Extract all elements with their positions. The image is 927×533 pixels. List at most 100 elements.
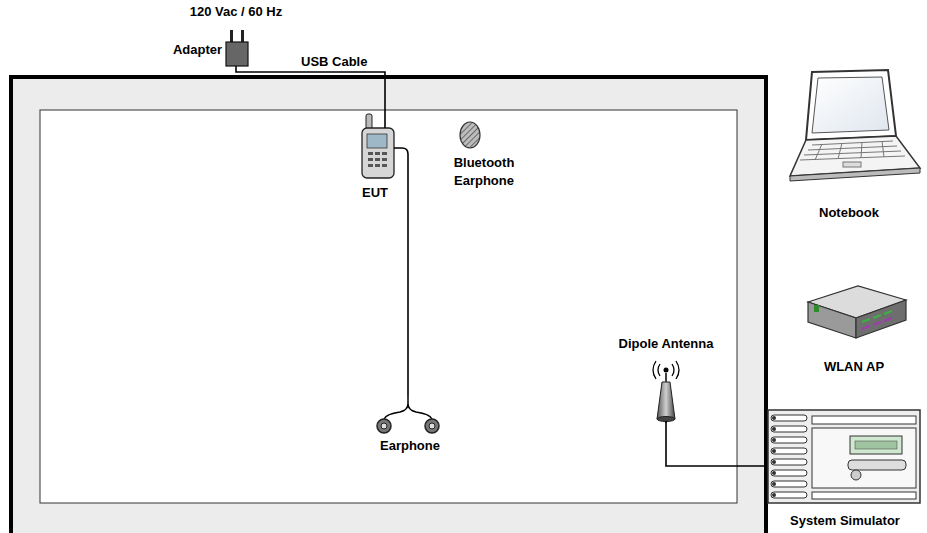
wlan-ap-icon-part (856, 300, 906, 338)
phone-icon-part (382, 158, 387, 161)
phone-icon-part (362, 128, 394, 178)
phone-icon-part (368, 164, 373, 167)
dipole-antenna-icon-part (676, 361, 679, 379)
device-label: Earphone (370, 438, 450, 454)
notebook-icon-part (800, 141, 905, 160)
earphone-icon-part (381, 423, 387, 429)
earphone-node: Earphone (370, 396, 450, 456)
notebook-icon-part (790, 168, 920, 181)
cable (666, 422, 766, 466)
system-simulator-icon-part-part (772, 416, 776, 420)
notebook-icon (790, 70, 920, 181)
earphone-icon-part (408, 404, 432, 419)
system-simulator-icon-part-part (771, 492, 807, 498)
system-simulator-icon-part-part (771, 415, 807, 421)
phone-icon-part (368, 158, 373, 161)
bluetooth-earphone-node: Bluetooth Earphone (440, 118, 528, 192)
dipole-antenna-icon-part (658, 364, 660, 376)
earphone-icon-part (377, 419, 391, 433)
bluetooth-earphone-icon (460, 122, 480, 148)
cable (236, 68, 385, 128)
system-simulator-icon-part (768, 410, 920, 503)
notebook-icon-part (843, 162, 861, 167)
adapter-icon-part (226, 42, 248, 66)
notebook-icon-part-part (838, 143, 842, 159)
dipole-antenna-icon (653, 361, 679, 423)
wlan-ap-icon-part-part (873, 315, 881, 318)
notebook-icon-part (806, 70, 896, 140)
system-simulator-icon-part (812, 416, 916, 424)
system-simulator-icon-part-part (772, 471, 776, 475)
system-simulator-icon-part-part (772, 449, 776, 453)
chamber-interior (40, 110, 737, 503)
device-label: 120 Vac / 60 Hz (176, 4, 296, 20)
earphone-icon-part (429, 423, 435, 429)
wlan-ap-icon-part-part (873, 322, 881, 325)
system-simulator-icon-part (812, 492, 916, 499)
system-simulator-node: System Simulator (766, 408, 924, 530)
system-simulator-icon-part-part (771, 470, 807, 476)
notebook-icon-part-part (812, 141, 893, 145)
system-simulator-icon-part (772, 416, 776, 497)
system-simulator-icon-part-part (772, 482, 776, 486)
wlan-ap-icon-part-part (884, 311, 892, 314)
notebook-icon-part-part (861, 142, 862, 158)
phone-icon-part (367, 134, 387, 148)
wlan-ap-node: WLAN AP (790, 278, 918, 376)
wlan-ap-icon-part (814, 305, 819, 312)
earphone-icon-part (425, 419, 439, 433)
adapter-icon-part (235, 66, 237, 68)
system-simulator-icon-part (848, 460, 906, 470)
notebook-icon-part (812, 77, 889, 133)
system-simulator-icon-part-part (772, 438, 776, 442)
dipole-antenna-icon-part (665, 373, 667, 382)
bluetooth-earphone-icon-part (460, 122, 480, 148)
adapter-icon-part (241, 30, 244, 42)
earphone-icon-part (384, 396, 408, 419)
dipole-antenna-icon-part (664, 368, 669, 373)
wlan-ap-icon-part (862, 311, 892, 322)
system-simulator-icon-part (855, 441, 897, 449)
phone-icon-part (368, 152, 373, 155)
device-label: Adapter (150, 42, 222, 58)
dipole-antenna-icon-part (657, 382, 675, 419)
notebook-icon-part-part (882, 141, 884, 157)
wlan-ap-icon (808, 286, 906, 338)
notebook-node: Notebook (776, 66, 922, 224)
system-simulator-icon-part (812, 428, 916, 488)
system-simulator-icon-part-part (772, 460, 776, 464)
device-label: EUT (356, 185, 394, 201)
system-simulator-icon-part-part (771, 459, 807, 465)
system-simulator-icon-part (771, 415, 807, 498)
system-simulator-icon-part-part (772, 427, 776, 431)
phone-icon-part (375, 152, 380, 155)
phone-icon-part (382, 152, 387, 155)
system-simulator-icon-part-part (771, 426, 807, 432)
cable (394, 148, 408, 396)
phone-icon (362, 114, 394, 178)
phone-icon-part (382, 164, 387, 167)
adapter-node: 120 Vac / 60 Hz Adapter (150, 4, 300, 68)
earphone-icon (377, 396, 439, 433)
system-simulator-icon (768, 410, 920, 503)
dipole-antenna-icon-part (653, 361, 656, 379)
device-label: WLAN AP (790, 359, 918, 375)
wlan-ap-icon-part (862, 318, 892, 329)
wlan-ap-icon-part (808, 302, 856, 338)
device-label: System Simulator (766, 513, 924, 529)
dipole-antenna-icon-part (672, 364, 674, 376)
system-simulator-icon-part (851, 470, 861, 480)
wlan-ap-icon-part-part (862, 319, 870, 322)
wlan-ap-icon-part-part (884, 318, 892, 321)
chamber-wall (11, 77, 766, 533)
phone-icon-part (375, 158, 380, 161)
system-simulator-icon-part-part (772, 493, 776, 497)
test-chamber (11, 77, 766, 533)
eut-node: EUT (356, 128, 394, 201)
notebook-icon-part-part (815, 144, 822, 160)
dipole-antenna-node: Dipole Antenna (612, 336, 720, 422)
adapter-icon-part (230, 30, 233, 42)
device-label: Dipole Antenna (612, 336, 720, 352)
